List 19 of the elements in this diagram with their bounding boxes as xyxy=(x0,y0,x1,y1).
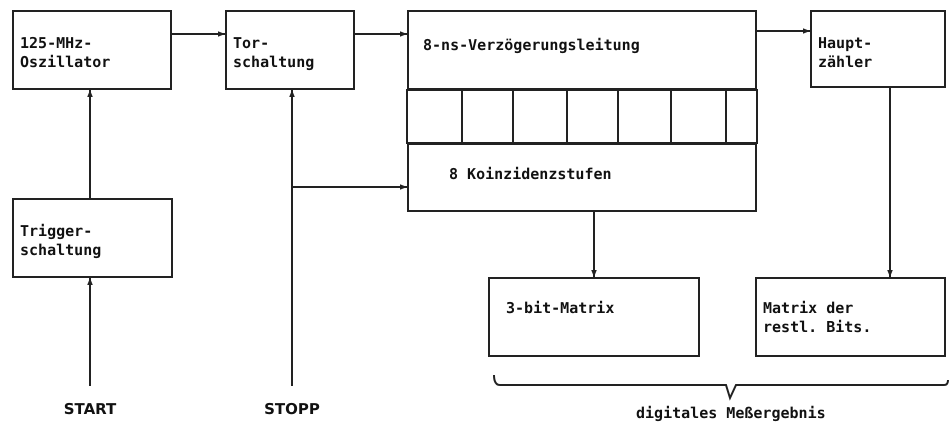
input-label: STOPP xyxy=(252,400,332,422)
arrow xyxy=(757,28,810,34)
process-box: Tor- schaltung xyxy=(225,10,355,90)
process-box: 3-bit-Matrix xyxy=(488,277,700,357)
process-box: Haupt- zähler xyxy=(810,10,946,88)
arrow xyxy=(87,90,93,198)
arrow xyxy=(355,31,407,37)
process-box: 8-ns-Verzögerungsleitung xyxy=(407,10,757,90)
process-box: 8 Koinzidenzstufen xyxy=(407,143,757,212)
arrow xyxy=(887,88,893,277)
arrow xyxy=(87,278,93,386)
process-box: 125-MHz- Oszillator xyxy=(12,10,172,90)
process-box: Trigger- schaltung xyxy=(12,198,173,278)
arrow xyxy=(291,184,407,386)
process-box: Matrix der restl. Bits. xyxy=(755,277,946,357)
input-label: START xyxy=(50,400,130,422)
arrow xyxy=(591,212,597,277)
arrow xyxy=(172,31,225,37)
brace-label: digitales Meßergebnis xyxy=(636,404,826,422)
